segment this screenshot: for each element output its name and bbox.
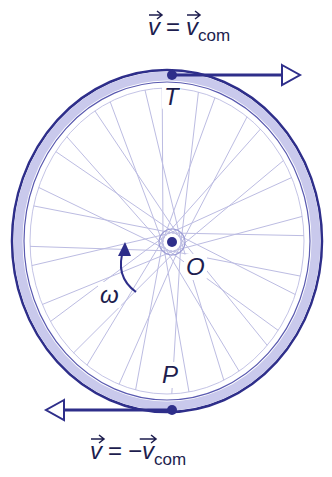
spoke bbox=[164, 98, 215, 239]
spoke bbox=[110, 102, 164, 246]
spoke bbox=[74, 248, 179, 353]
velocity-top-head bbox=[282, 65, 300, 85]
subscript: com bbox=[198, 27, 230, 46]
point-t-dot bbox=[167, 70, 177, 80]
tire-outer bbox=[12, 70, 322, 412]
velocity-equation: v=vcom bbox=[148, 14, 230, 40]
omega-arrowhead bbox=[118, 242, 131, 256]
spoke bbox=[39, 187, 169, 250]
hub bbox=[159, 229, 185, 255]
velocity-top-shaft bbox=[172, 74, 284, 77]
equation-part: = bbox=[108, 438, 122, 464]
point-label: P bbox=[160, 362, 180, 388]
velocity-bottom-shaft bbox=[62, 409, 172, 412]
velocity-equation: v=−vcom bbox=[90, 438, 186, 464]
spoke bbox=[175, 234, 295, 295]
point-p-dot bbox=[167, 405, 177, 415]
spoke bbox=[169, 178, 292, 234]
vector-arrows bbox=[91, 11, 200, 443]
equation-part: −v bbox=[128, 438, 154, 464]
spokes bbox=[30, 88, 304, 394]
spoke bbox=[174, 216, 302, 250]
spoke bbox=[34, 206, 174, 233]
spoke bbox=[67, 137, 166, 249]
axle-dot bbox=[167, 237, 177, 247]
spoke bbox=[180, 239, 224, 381]
tire-band bbox=[18, 76, 316, 406]
rim-edge bbox=[30, 88, 304, 394]
equation-part: v bbox=[186, 14, 198, 40]
equation-part: = bbox=[166, 14, 180, 40]
subscript: com bbox=[154, 451, 186, 470]
point-label: T bbox=[162, 84, 181, 110]
spoke bbox=[162, 88, 164, 242]
equation-part: v bbox=[90, 438, 102, 464]
rim-inner bbox=[24, 82, 310, 400]
spoke bbox=[32, 233, 170, 265]
velocity-bottom-head bbox=[46, 400, 64, 420]
equation-part: v bbox=[148, 14, 160, 40]
spoke bbox=[30, 246, 172, 251]
angular-velocity-label: ω bbox=[98, 282, 121, 308]
spoke bbox=[178, 236, 267, 346]
point-label: O bbox=[184, 254, 207, 280]
